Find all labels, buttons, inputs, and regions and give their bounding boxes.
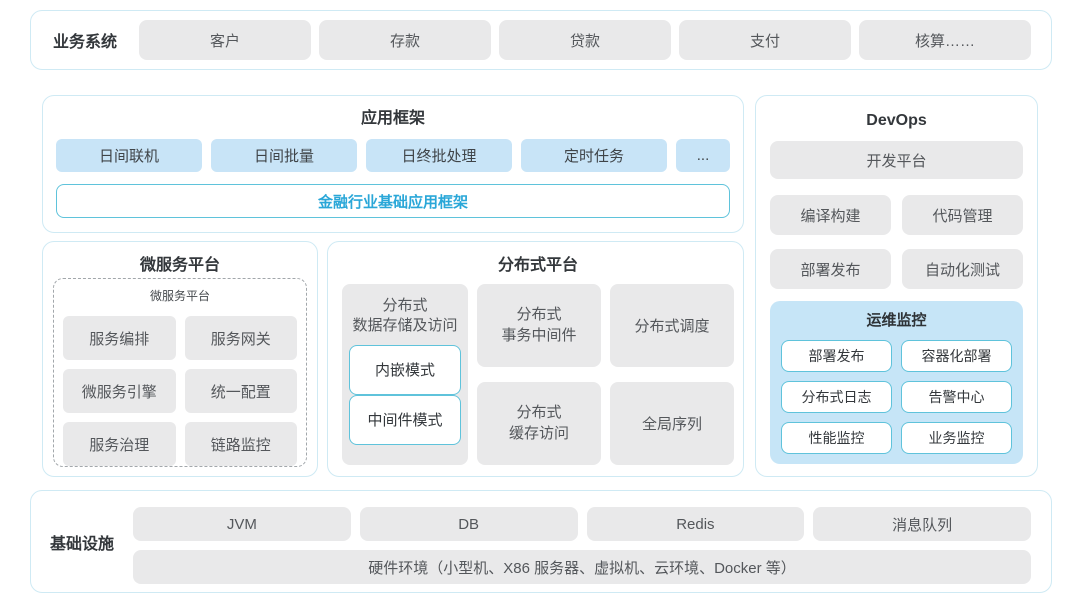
microservice-inner-box: 微服务平台 服务编排 服务网关 微服务引擎 统一配置 服务治理 链路监控: [53, 278, 307, 467]
devops-panel: DevOps 开发平台 编译构建 代码管理 部署发布 自动化测试 运维监控 部署…: [755, 95, 1038, 477]
ops-box-deploy-release: 部署发布: [781, 340, 892, 372]
infrastructure-content: JVM DB Redis 消息队列 硬件环境（小型机、X86 服务器、虚拟机、云…: [133, 491, 1031, 592]
infra-box-message-queue: 消息队列: [813, 507, 1031, 541]
business-box-customer: 客户: [139, 20, 311, 60]
microservice-title: 微服务平台: [139, 257, 220, 274]
business-box-loan: 贷款: [499, 20, 671, 60]
ms-box-trace-monitor: 链路监控: [184, 422, 297, 466]
infrastructure-panel: 基础设施 JVM DB Redis 消息队列 硬件环境（小型机、X86 服务器、…: [30, 490, 1052, 593]
app-framework-panel: 应用框架 日间联机 日间批量 日终批处理 定时任务 ... 金融行业基础应用框架: [42, 95, 744, 233]
base-framework-box: 金融行业基础应用框架: [56, 184, 730, 218]
devops-tool-box-auto-test: 自动化测试: [902, 249, 1023, 289]
distributed-grid: 分布式 数据存储及访问 内嵌模式 中间件模式 分布式 事务中间件 分布式调度 分…: [342, 284, 734, 465]
business-box-deposit: 存款: [319, 20, 491, 60]
ops-box-distributed-log: 分布式日志: [781, 381, 892, 413]
distributed-cell-cache-access: 分布式 缓存访问: [477, 382, 601, 465]
module-box-daytime-batch: 日间批量: [211, 139, 357, 172]
distributed-title: 分布式平台: [497, 257, 578, 274]
distributed-cell-global-sequence: 全局序列: [610, 382, 734, 465]
module-box-eod-batch: 日终批处理: [366, 139, 512, 172]
microservice-panel: 微服务平台 微服务平台 服务编排 服务网关 微服务引擎 统一配置 服务治理 链路…: [42, 241, 318, 477]
ops-box-container-deploy: 容器化部署: [901, 340, 1012, 372]
distributed-cell-transaction-mw: 分布式 事务中间件: [477, 284, 601, 367]
microservice-boxes: 服务编排 服务网关 微服务引擎 统一配置 服务治理 链路监控: [63, 316, 297, 466]
devops-tool-box-deploy: 部署发布: [770, 249, 891, 289]
infra-box-redis: Redis: [586, 507, 805, 541]
ms-box-orchestration: 服务编排: [63, 316, 176, 360]
app-framework-modules: 日间联机 日间批量 日终批处理 定时任务 ...: [56, 139, 730, 172]
distributed-storage-box: 分布式 数据存储及访问 内嵌模式 中间件模式: [342, 284, 468, 465]
ms-box-unified-config: 统一配置: [184, 369, 297, 413]
microservice-inner-title: 微服务平台: [149, 289, 210, 303]
storage-mode-box-middleware: 中间件模式: [349, 394, 461, 445]
ops-box-business-monitor: 业务监控: [901, 422, 1012, 454]
ops-monitor-boxes: 部署发布 容器化部署 分布式日志 告警中心 性能监控 业务监控: [781, 340, 1012, 454]
ops-monitor-title: 运维监控: [866, 312, 927, 329]
distributed-panel: 分布式平台 分布式 数据存储及访问 内嵌模式 中间件模式 分布式 事务中间件 分…: [327, 241, 744, 477]
distributed-storage-title: 分布式 数据存储及访问: [352, 297, 458, 335]
module-box-daytime-online: 日间联机: [56, 139, 202, 172]
devops-tools: 编译构建 代码管理 部署发布 自动化测试: [770, 195, 1023, 289]
ops-box-perf-monitor: 性能监控: [781, 422, 892, 454]
business-systems-boxes: 客户 存款 贷款 支付 核算……: [139, 20, 1031, 60]
business-systems-label: 业务系统: [52, 34, 117, 51]
infra-box-jvm: JVM: [133, 507, 351, 541]
business-systems-panel: 业务系统 客户 存款 贷款 支付 核算……: [30, 10, 1052, 70]
devops-title: DevOps: [866, 112, 927, 129]
module-box-more: ...: [676, 139, 730, 172]
app-framework-title: 应用框架: [360, 110, 425, 127]
module-box-scheduled-task: 定时任务: [521, 139, 667, 172]
ms-box-engine: 微服务引擎: [63, 369, 176, 413]
hardware-env-box: 硬件环境（小型机、X86 服务器、虚拟机、云环境、Docker 等）: [133, 550, 1031, 584]
ops-box-alert-center: 告警中心: [901, 381, 1012, 413]
dev-platform-box: 开发平台: [770, 141, 1023, 179]
infrastructure-label: 基础设施: [49, 535, 114, 553]
business-box-payment: 支付: [679, 20, 851, 60]
devops-tool-box-build: 编译构建: [770, 195, 891, 235]
distributed-cell-scheduling: 分布式调度: [610, 284, 734, 367]
business-box-accounting: 核算……: [859, 20, 1031, 60]
infra-box-db: DB: [359, 507, 578, 541]
ops-monitor-panel: 运维监控 部署发布 容器化部署 分布式日志 告警中心 性能监控 业务监控: [770, 301, 1023, 464]
infrastructure-boxes: JVM DB Redis 消息队列: [133, 507, 1031, 541]
ms-box-governance: 服务治理: [63, 422, 176, 466]
ms-box-gateway: 服务网关: [184, 316, 297, 360]
devops-tool-box-code-mgmt: 代码管理: [902, 195, 1023, 235]
storage-mode-box-embedded: 内嵌模式: [349, 344, 461, 395]
